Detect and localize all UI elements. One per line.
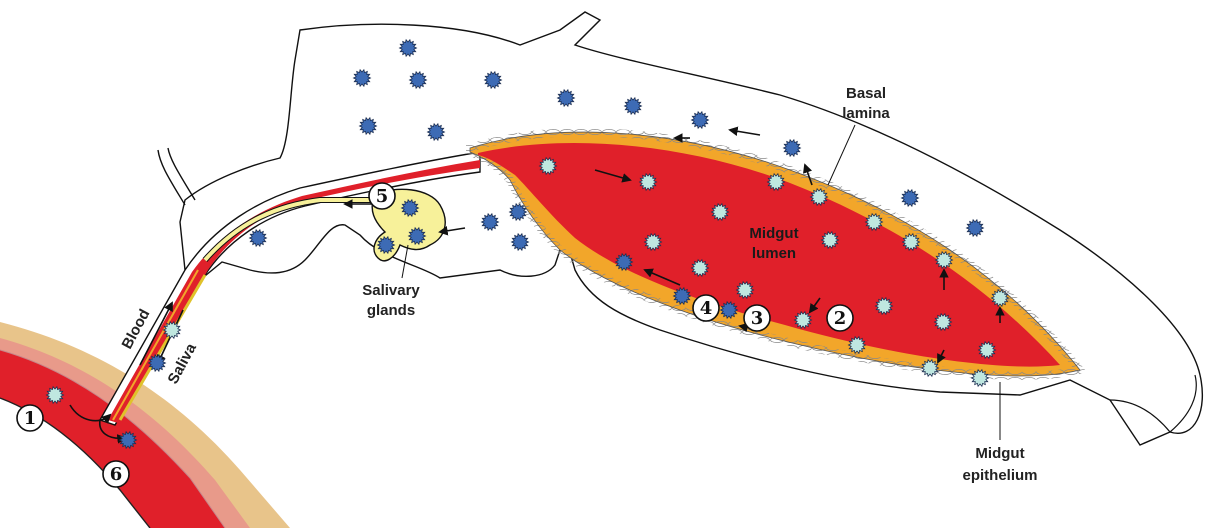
label-midgut-epithelium-1: Midgut — [975, 445, 1024, 462]
svg-text:5: 5 — [376, 186, 389, 207]
label-midgut-epithelium-2: epithelium — [962, 467, 1037, 484]
step-6: 6 — [103, 461, 129, 487]
step-3: 3 — [744, 305, 770, 331]
step-5: 5 — [369, 183, 395, 209]
label-midgut-lumen-2: lumen — [752, 245, 796, 262]
svg-text:1: 1 — [24, 408, 37, 429]
svg-text:2: 2 — [834, 308, 847, 329]
label-salivary-1: Salivary — [362, 282, 420, 299]
svg-text:3: 3 — [751, 308, 764, 329]
step-2: 2 — [827, 305, 853, 331]
label-salivary-2: glands — [367, 302, 415, 319]
label-midgut-lumen-1: Midgut — [749, 225, 798, 242]
step-1: 1 — [17, 405, 43, 431]
step-4: 4 — [693, 295, 719, 321]
svg-text:4: 4 — [700, 298, 713, 319]
label-basal-lamina-1: Basal — [846, 85, 886, 102]
label-basal-lamina-2: lamina — [842, 105, 890, 122]
label-saliva: Saliva — [165, 340, 201, 387]
svg-text:6: 6 — [110, 464, 123, 485]
